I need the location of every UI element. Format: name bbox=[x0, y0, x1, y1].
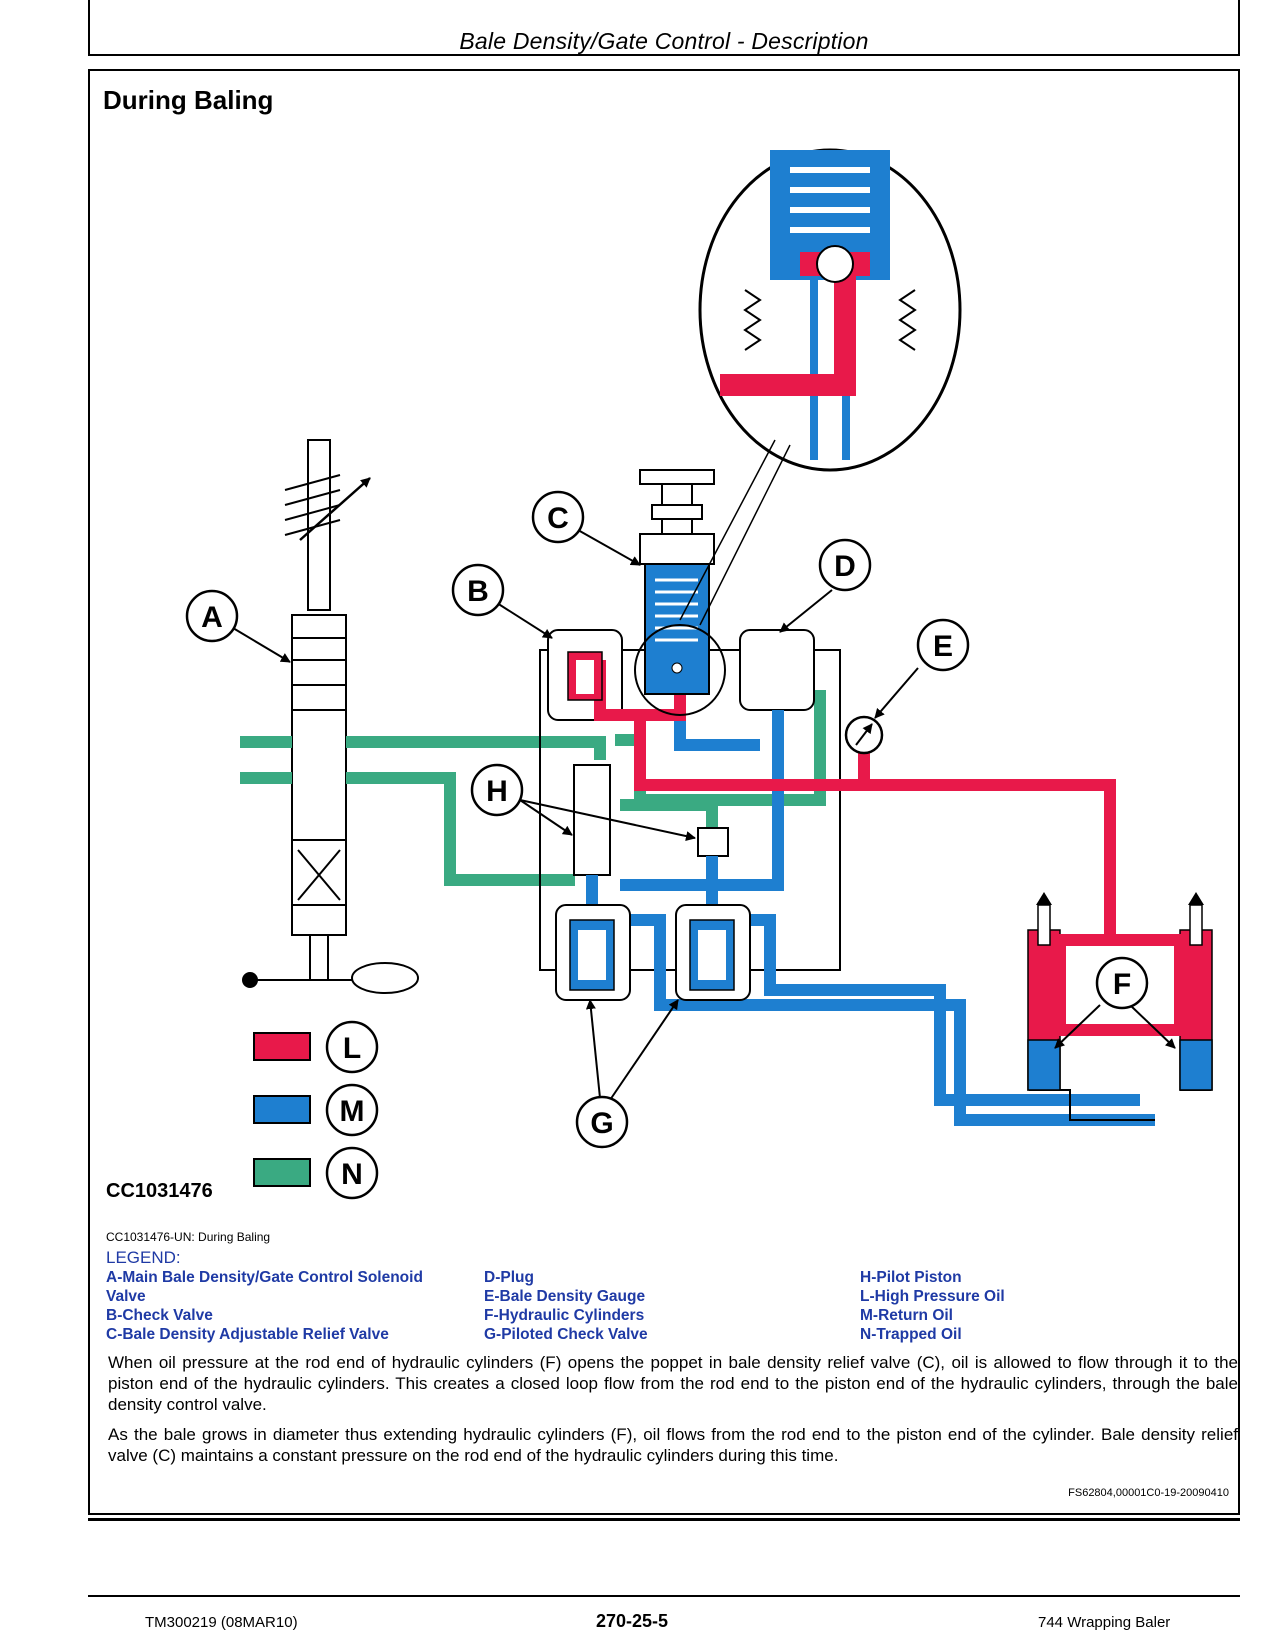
callout-label-m: M bbox=[340, 1095, 365, 1128]
legend-item: B-Check Valve bbox=[106, 1307, 213, 1324]
page-header-title: Bale Density/Gate Control - Description bbox=[459, 28, 869, 54]
relief-valve-c bbox=[634, 469, 726, 716]
legend-item: C-Bale Density Adjustable Relief Valve bbox=[106, 1326, 389, 1343]
relief-valve-detail-view bbox=[679, 148, 962, 626]
legend-swatch-return bbox=[253, 1095, 311, 1124]
callout-e: E bbox=[916, 618, 970, 672]
legend-item: A-Main Bale Density/Gate Control Solenoi… bbox=[106, 1269, 423, 1286]
legend-swatch-high-pressure bbox=[253, 1032, 311, 1061]
content-bottom-rule bbox=[88, 1518, 1240, 1521]
callout-label-f: F bbox=[1113, 968, 1131, 1001]
body-paragraph-1: When oil pressure at the rod end of hydr… bbox=[108, 1353, 1238, 1414]
hydraulic-schematic: A B C D E F G H L M N bbox=[185, 148, 1213, 1200]
legend-item: M-Return Oil bbox=[860, 1307, 953, 1324]
legend-item: L-High Pressure Oil bbox=[860, 1288, 1005, 1305]
callout-label-h: H bbox=[486, 775, 508, 808]
body-paragraph-2: As the bale grows in diameter thus exten… bbox=[108, 1425, 1238, 1465]
return-oil-lines bbox=[586, 690, 1155, 1126]
callout-g: G bbox=[575, 1095, 629, 1149]
legend-item: E-Bale Density Gauge bbox=[484, 1288, 646, 1305]
figure-id: CC1031476 bbox=[106, 1180, 213, 1202]
callout-label-c: C bbox=[547, 502, 569, 535]
footer-page-number: 270-25-5 bbox=[596, 1611, 669, 1631]
figure-caption: CC1031476-UN: During Baling bbox=[106, 1230, 271, 1244]
legend-item: N-Trapped Oil bbox=[860, 1326, 962, 1343]
callout-h: H bbox=[470, 763, 524, 817]
callout-leaders bbox=[232, 529, 1176, 1101]
callout-label-g: G bbox=[590, 1107, 613, 1140]
legend-column-3: H-Pilot Piston L-High Pressure Oil M-Ret… bbox=[860, 1268, 1005, 1344]
legend-item: F-Hydraulic Cylinders bbox=[484, 1307, 645, 1324]
callout-l: L bbox=[325, 1020, 379, 1074]
callout-b: B bbox=[451, 563, 505, 617]
legend-column-1: A-Main Bale Density/Gate Control Solenoi… bbox=[106, 1268, 476, 1344]
legend-swatch-trapped bbox=[253, 1158, 311, 1187]
piloted-check-valves-g bbox=[555, 904, 751, 1001]
legend-item: G-Piloted Check Valve bbox=[484, 1326, 648, 1343]
gauge-e bbox=[844, 715, 884, 755]
callout-label-b: B bbox=[467, 575, 489, 608]
check-valve-b bbox=[567, 651, 603, 701]
solenoid-valve-a bbox=[242, 439, 419, 994]
callout-d: D bbox=[818, 538, 872, 592]
callout-f: F bbox=[1095, 956, 1149, 1010]
callout-label-e: E bbox=[933, 630, 953, 663]
legend-item: D-Plug bbox=[484, 1269, 534, 1286]
callout-label-d: D bbox=[834, 550, 856, 583]
section-title: During Baling bbox=[103, 85, 274, 115]
callout-label-l: L bbox=[343, 1032, 361, 1065]
legend-item: Valve bbox=[106, 1288, 146, 1305]
hydraulic-cylinders-f bbox=[1027, 892, 1213, 1121]
callout-n: N bbox=[325, 1146, 379, 1200]
callout-m: M bbox=[325, 1083, 379, 1137]
document-code: FS62804,00001C0-19-20090410 bbox=[1068, 1487, 1229, 1499]
legend-item: H-Pilot Piston bbox=[860, 1269, 962, 1286]
legend-column-2: D-Plug E-Bale Density Gauge F-Hydraulic … bbox=[484, 1268, 648, 1344]
footer-rule bbox=[88, 1595, 1240, 1597]
legend-title: LEGEND: bbox=[106, 1248, 181, 1267]
content-frame bbox=[88, 69, 1240, 1515]
footer-product-name: 744 Wrapping Baler bbox=[1038, 1614, 1171, 1631]
callout-label-n: N bbox=[341, 1158, 363, 1191]
callout-label-a: A bbox=[201, 601, 223, 634]
header-frame: Bale Density/Gate Control - Description bbox=[88, 0, 1240, 56]
callout-a: A bbox=[185, 589, 239, 643]
footer-manual-id: TM300219 (08MAR10) bbox=[145, 1614, 298, 1631]
trapped-oil-lines bbox=[240, 690, 826, 886]
callout-c: C bbox=[531, 490, 585, 544]
